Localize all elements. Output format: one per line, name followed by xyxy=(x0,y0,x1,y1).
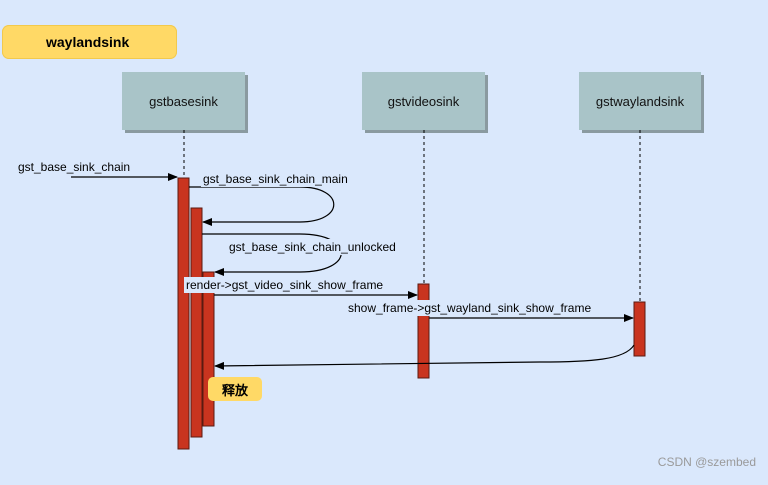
message-label: show_frame->gst_wayland_sink_show_frame xyxy=(348,301,591,315)
message-label: render->gst_video_sink_show_frame xyxy=(186,278,383,292)
message-label: gst_base_sink_chain_main xyxy=(203,172,348,186)
participant-gstwaylandsink: gstwaylandsink xyxy=(579,72,701,130)
activation-bar xyxy=(417,283,430,379)
label-bg xyxy=(201,171,363,187)
label-bg xyxy=(184,277,402,293)
watermark: CSDN @szembed xyxy=(657,455,756,469)
activation-bar xyxy=(190,207,203,438)
return-arrow xyxy=(214,344,635,370)
diagram-title: waylandsink xyxy=(2,25,177,59)
activation-bar xyxy=(633,301,646,357)
label-bg xyxy=(346,300,614,316)
message-label: gst_base_sink_chain xyxy=(18,160,130,174)
message-label: gst_base_sink_chain_unlocked xyxy=(229,240,396,254)
label-bg xyxy=(227,239,411,255)
activation-bar xyxy=(177,177,190,450)
message-arrow xyxy=(189,186,335,226)
release-note: 释放 xyxy=(208,377,262,401)
participant-gstbasesink: gstbasesink xyxy=(122,72,245,130)
participant-gstvideosink: gstvideosink xyxy=(362,72,485,130)
activation-bar xyxy=(202,271,215,427)
